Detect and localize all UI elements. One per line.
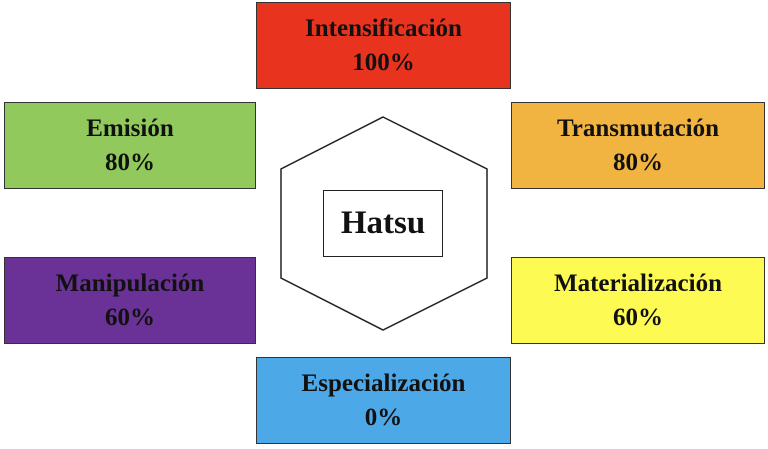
category-name: Especialización xyxy=(301,369,466,397)
category-name: Intensificación xyxy=(305,14,462,42)
category-name: Materialización xyxy=(554,269,722,297)
category-value: 80% xyxy=(613,148,663,176)
category-value: 100% xyxy=(352,48,415,76)
category-name: Emisión xyxy=(86,114,174,142)
box-emision: Emisión 80% xyxy=(4,102,256,189)
box-materializacion: Materialización 60% xyxy=(511,257,765,344)
category-name: Transmutación xyxy=(556,114,720,142)
box-especializacion: Especialización 0% xyxy=(256,357,511,444)
center-label-hatsu: Hatsu xyxy=(323,190,443,257)
category-value: 0% xyxy=(364,403,403,431)
category-name: Manipulación xyxy=(55,269,205,297)
category-value: 80% xyxy=(105,148,155,176)
category-value: 60% xyxy=(613,303,663,331)
box-transmutacion: Transmutación 80% xyxy=(511,102,765,189)
category-value: 60% xyxy=(105,303,155,331)
center-label-text: Hatsu xyxy=(340,205,426,241)
box-manipulacion: Manipulación 60% xyxy=(4,257,256,344)
box-intensificacion: Intensificación 100% xyxy=(256,2,511,89)
